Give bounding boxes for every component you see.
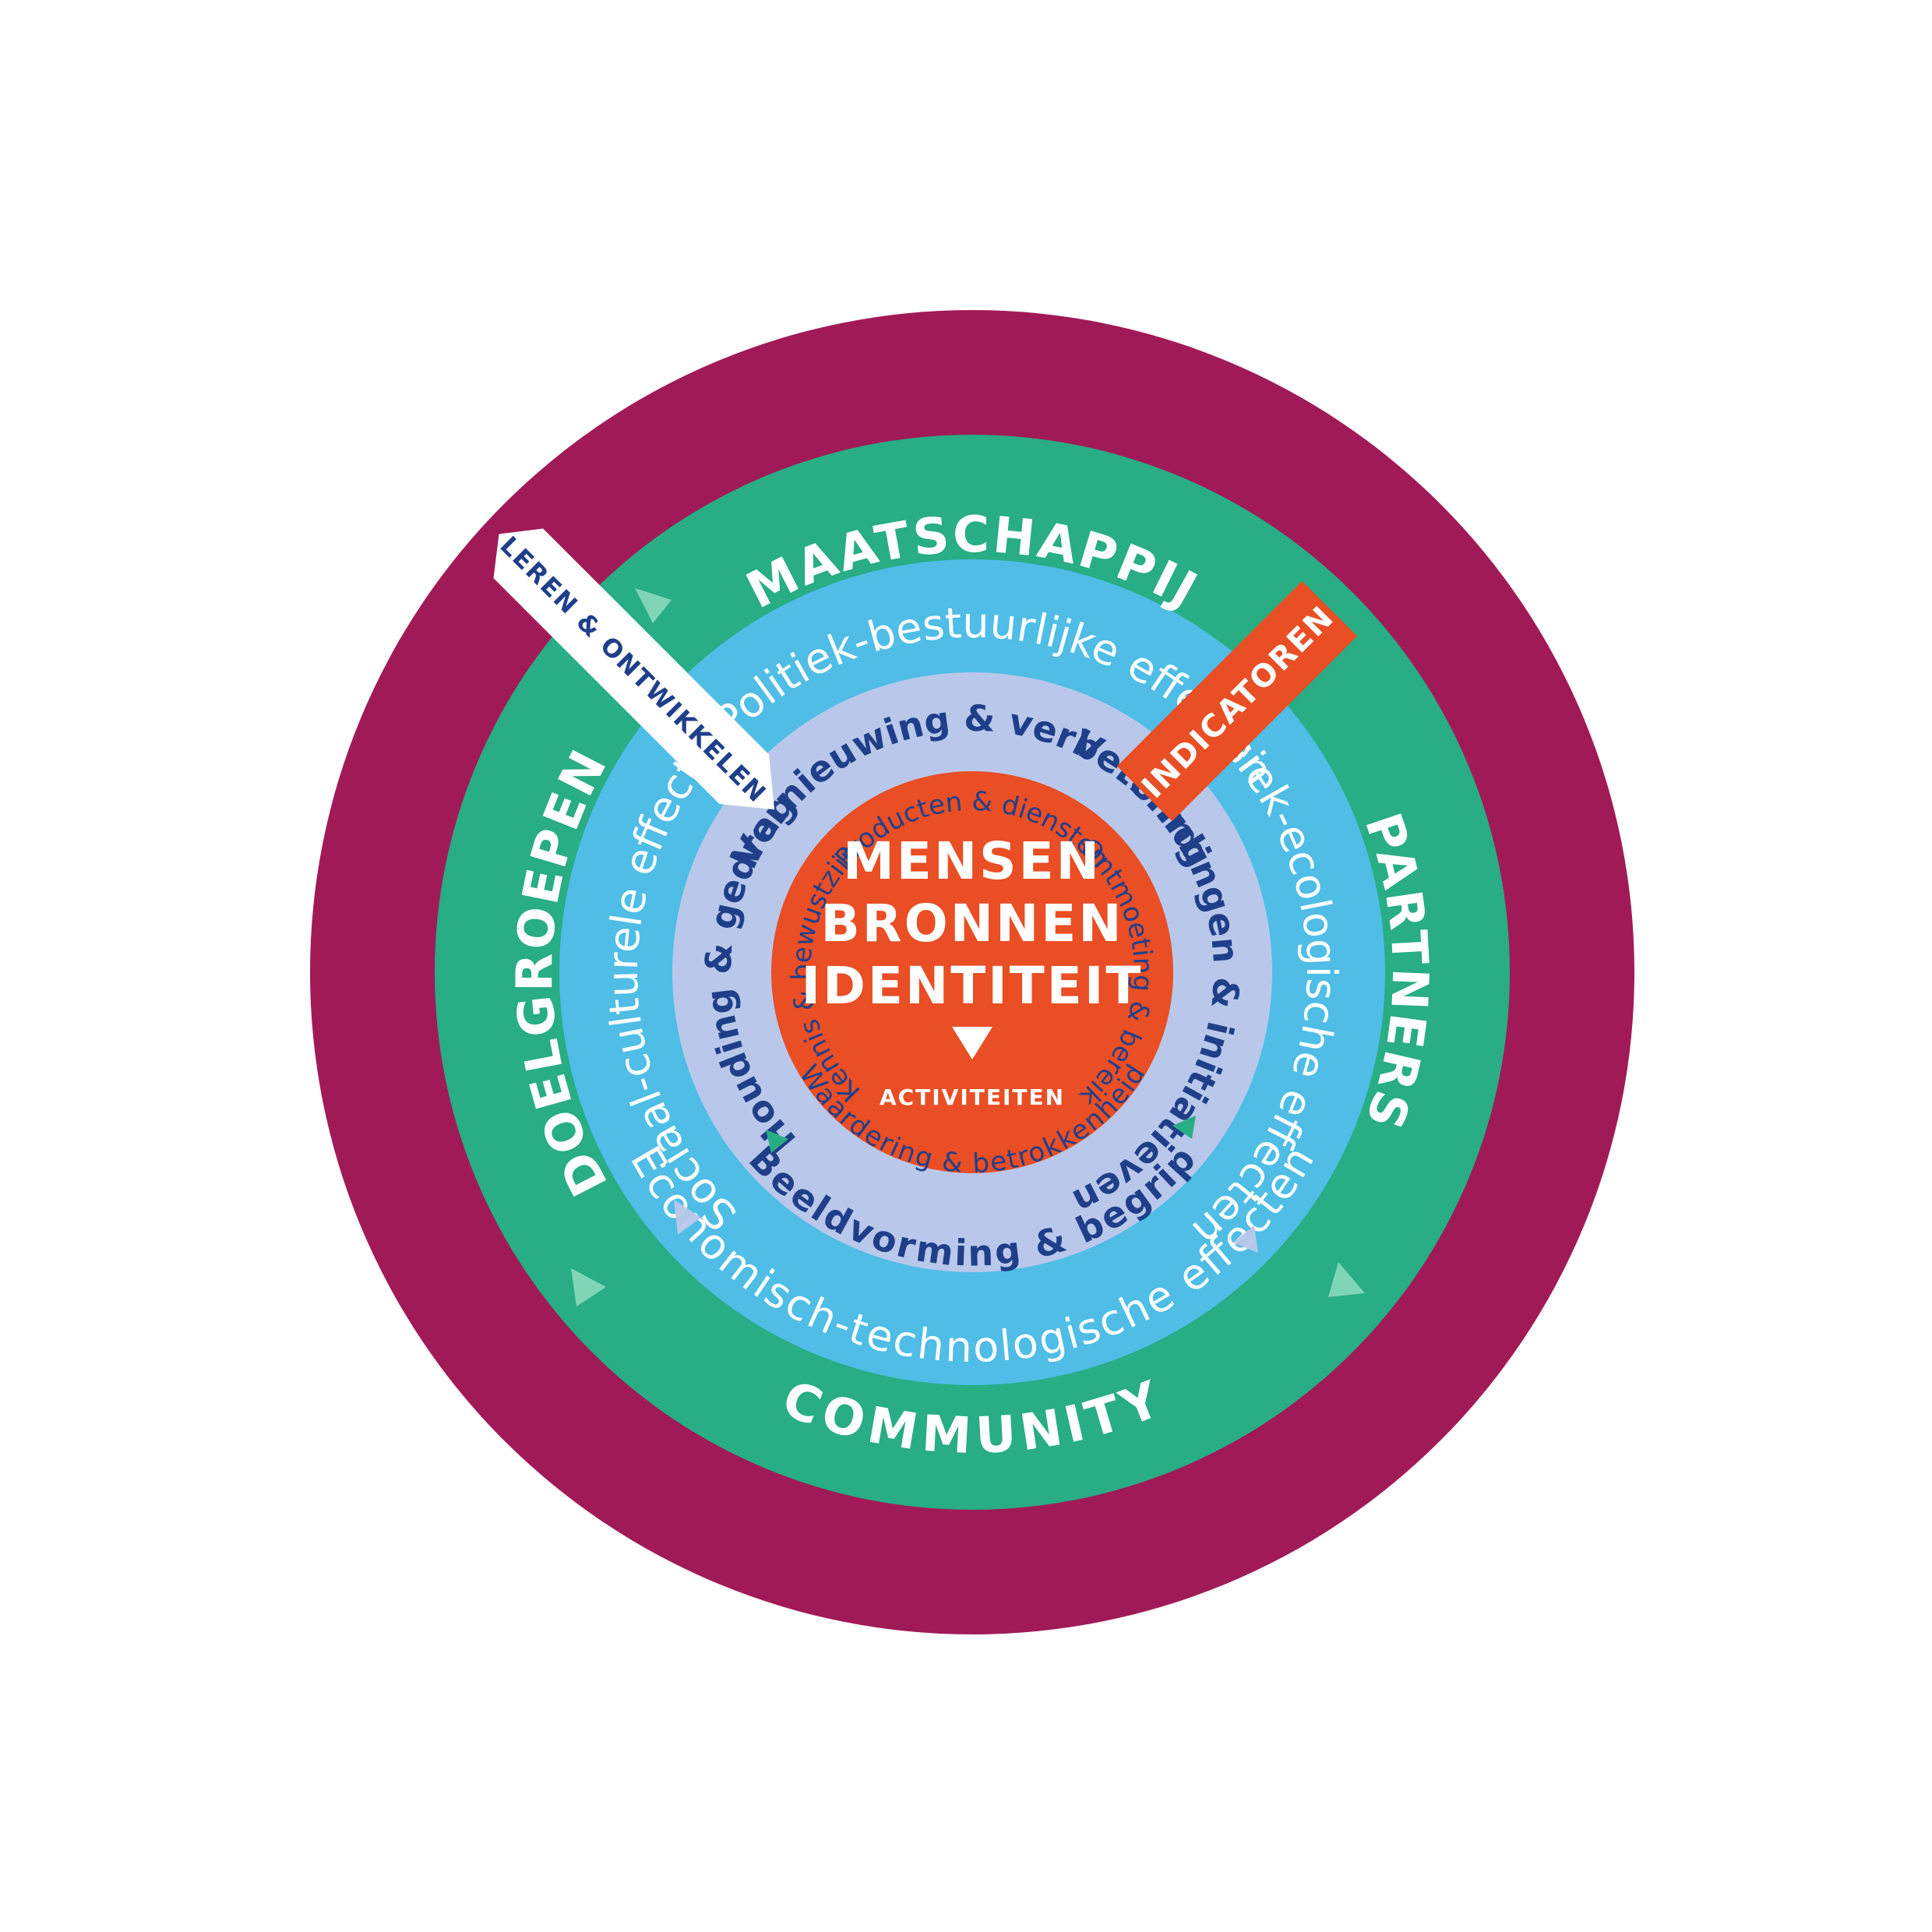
green-triangle-icon — [1328, 1262, 1365, 1297]
blue-triangle-icon — [674, 1200, 701, 1235]
down-triangle-icon — [952, 1027, 992, 1059]
core-sub-label: ACTIVITEITEN — [880, 1084, 1065, 1110]
pale-triangle-icon — [1172, 1116, 1196, 1139]
core-line-1: MENSEN — [843, 831, 1102, 891]
core-line-3: IDENTITEIT — [802, 956, 1144, 1016]
green-triangle-icon — [635, 588, 672, 623]
green-triangle-icon — [571, 1268, 606, 1306]
blue-triangle-icon — [1232, 1225, 1258, 1253]
pale-triangle-icon — [766, 1130, 788, 1153]
core-line-2: BRONNEN — [820, 894, 1123, 954]
core-circle — [771, 771, 1173, 1173]
